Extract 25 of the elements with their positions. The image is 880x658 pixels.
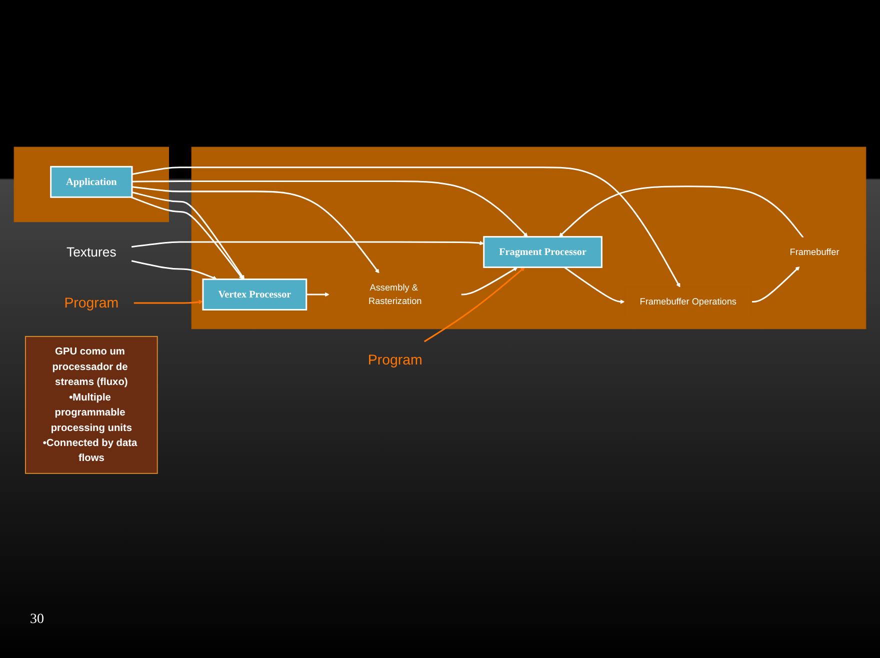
page-number: 30 (30, 612, 44, 628)
node-text: Textures (66, 244, 116, 260)
cluster (191, 146, 866, 329)
arrow (558, 185, 804, 238)
arrow (564, 266, 625, 304)
arrow (752, 266, 800, 302)
cluster (14, 146, 170, 222)
node-text: Assembly & Rasterization (368, 282, 422, 306)
arrow (306, 292, 330, 296)
node-box: Fragment Processor (483, 236, 602, 268)
arrow (132, 166, 680, 288)
arrow (132, 180, 528, 237)
node-text: Framebuffer Operations (640, 296, 736, 306)
arrow (132, 186, 380, 274)
arrow (134, 300, 204, 304)
node-text: Framebuffer (790, 246, 840, 257)
node-text: Program (64, 294, 119, 310)
node-text: Program (368, 351, 422, 368)
arrow (131, 260, 218, 280)
arrow (131, 240, 484, 248)
arrow (424, 266, 525, 342)
node-box: GPU como um processador de streams (fluxo) •Multiple programmable processing units •Connected by data flows (24, 336, 158, 474)
node-box: Application (50, 166, 133, 198)
node-box: Vertex Processor (202, 278, 308, 310)
arrow (461, 266, 518, 296)
